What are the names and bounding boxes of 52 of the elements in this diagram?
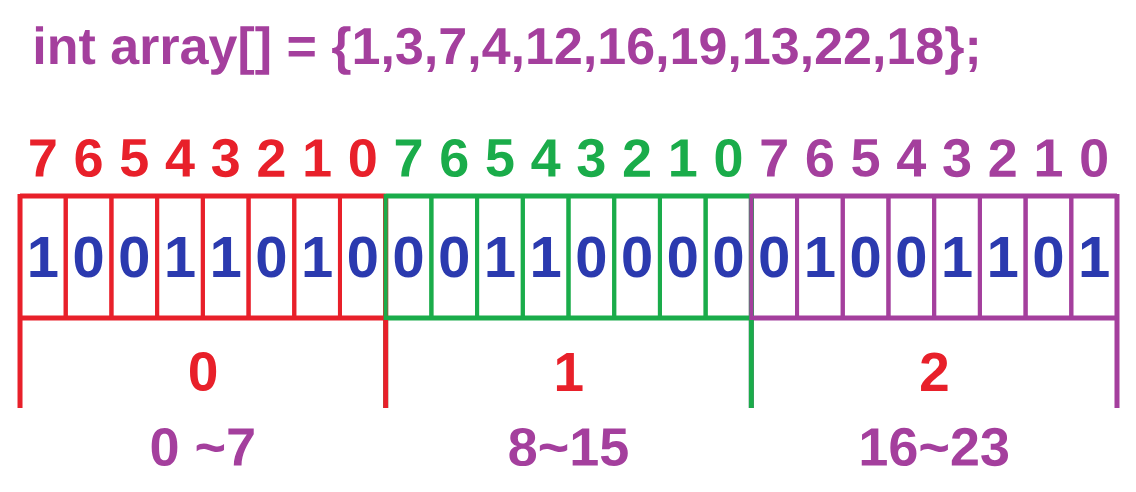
bit-cell: 0 [749,194,800,320]
bit-cell: 1 [18,194,68,320]
bit-index: 3 [211,138,239,178]
title: int array[] = {1,3,7,4,12,16,19,13,22,18}; [35,26,977,75]
bit-cell: 0 [109,194,160,320]
bit-cell: 1 [977,194,1028,320]
bit-index: 3 [577,138,605,178]
bit-cell: 0 [429,194,480,320]
bit-cell: 1 [200,194,251,320]
bit-index: 0 [715,138,742,178]
bit-cell: 0 [657,194,708,320]
bit-index: 2 [989,139,1016,177]
bit-cell: 0 [703,194,754,320]
bit-index: 7 [761,139,787,177]
bit-index: 4 [531,139,561,177]
bit-cell: 0 [566,194,617,320]
bit-index: 6 [806,138,833,178]
bit-index: 5 [852,139,880,177]
bit-index: 4 [165,139,195,177]
bit-cell: 0 [337,194,388,320]
bit-cell: 0 [612,194,662,320]
bit-cell: 1 [292,194,342,320]
bit-index: 3 [943,138,971,178]
bit-index: 2 [258,139,285,177]
bit-index: 0 [349,138,376,178]
bit-cell: 1 [520,194,571,320]
range-label: 16~23 [861,427,1009,467]
bit-index: 5 [486,139,514,177]
bit-cell: 0 [246,194,297,320]
bit-cell: 0 [383,194,434,320]
bit-index: 0 [1081,138,1107,178]
bit-cell: 0 [63,194,114,320]
bit-cell: 0 [1023,194,1074,320]
bit-cell: 1 [795,194,845,320]
range-label: 0 ~7 [151,427,254,467]
bit-cell: 1 [932,194,982,320]
bit-index: 7 [30,139,56,177]
bit-index: 1 [305,139,331,177]
bit-cell: 0 [840,194,891,320]
bit-cell: 1 [1069,194,1119,320]
bit-cell: 1 [475,194,525,320]
bit-cell: 1 [155,194,205,320]
bit-index: 1 [671,139,697,177]
bit-index: 4 [897,139,927,177]
bit-index: 5 [120,139,148,177]
bit-index: 1 [1036,139,1062,177]
range-label: 8~15 [509,427,628,467]
bit-index: 2 [623,139,650,177]
bit-index: 6 [441,138,468,178]
bit-cell: 0 [886,194,937,320]
bit-index: 6 [75,138,102,178]
bit-index: 7 [395,139,422,177]
